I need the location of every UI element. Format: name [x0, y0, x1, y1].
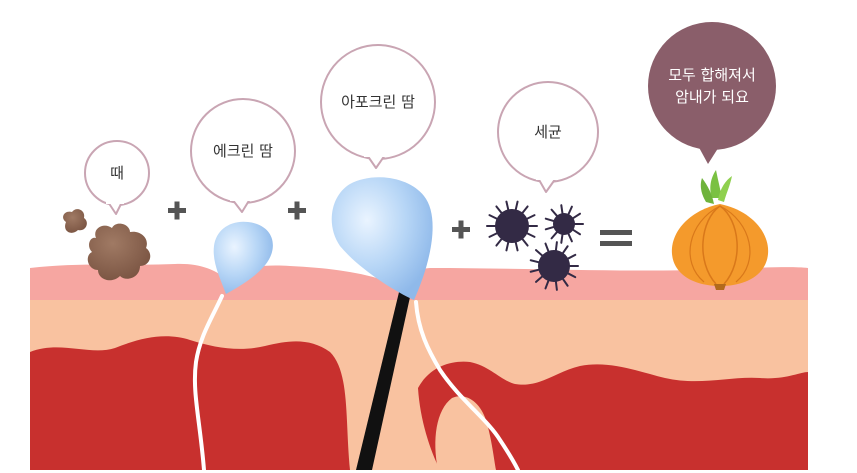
bubble-apocrine: 아포크린 땀: [320, 44, 436, 169]
skin-cross-section: [30, 263, 808, 472]
label-eccrine-sweat: 에크린 땀: [213, 142, 273, 160]
plus-sign-1: [168, 201, 186, 220]
subcutaneous-tissue-right: [418, 361, 808, 470]
subcutaneous-tissue-left: [30, 336, 350, 470]
equals-sign: [600, 230, 632, 246]
label-result-line1: 모두 합해져서: [668, 66, 756, 84]
plus-sign-2: [288, 201, 306, 220]
label-apocrine-sweat: 아포크린 땀: [341, 93, 415, 111]
hair-shaft: [356, 288, 412, 470]
operators: [168, 201, 632, 246]
onion-icon: [671, 170, 769, 290]
label-bacteria: 세균: [534, 123, 562, 141]
bubble-bacteria: 세균: [497, 81, 599, 193]
label-dirt: 때: [110, 164, 124, 182]
bubble-result: 모두 합해져서 암내가 되요: [648, 22, 776, 164]
dirt-icon: [63, 209, 151, 281]
apocrine-sweat-duct: [414, 300, 520, 472]
eccrine-sweat-duct: [192, 294, 224, 472]
apocrine-sweat-drop: [331, 177, 433, 300]
bubble-eccrine: 에크린 땀: [190, 98, 296, 213]
label-result-line2: 암내가 되요: [675, 88, 749, 106]
bacteria-icon: [486, 200, 584, 291]
plus-sign-3: [452, 220, 470, 239]
eccrine-sweat-drop: [213, 221, 273, 294]
bubble-dirt: 때: [84, 140, 150, 215]
